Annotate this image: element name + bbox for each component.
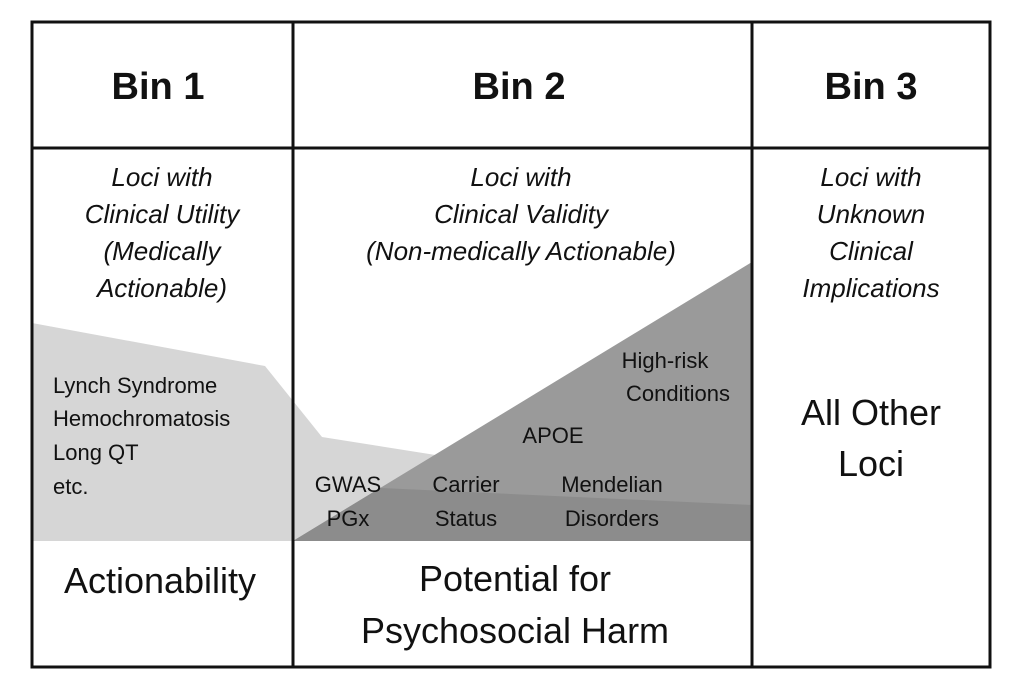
bin-1-subtitle-line-2: Clinical Utility: [85, 199, 242, 229]
diagram-border: [30, 20, 992, 669]
bin-2-subtitle-line-3: (Non-medically Actionable): [366, 236, 676, 266]
bin-1-header: Bin 1: [112, 66, 205, 108]
bin-2-footer-line-1: Potential for: [419, 558, 611, 599]
bin-2-item-high-risk-line-1: High-risk: [622, 348, 710, 373]
bin-1-footer-actionability: Actionability: [64, 560, 256, 601]
bin-1-item-etc: etc.: [53, 474, 88, 499]
bin-2-item-gwas: GWAS: [315, 472, 381, 497]
bin-3-subtitle-line-2: Unknown: [817, 199, 925, 229]
bin-2-footer-line-2: Psychosocial Harm: [361, 610, 669, 651]
bin-1-subtitle-line-1: Loci with: [111, 162, 212, 192]
bin-3-header: Bin 3: [825, 66, 918, 108]
bin-2-subtitle-line-1: Loci with: [470, 162, 571, 192]
psychosocial-harm-inner-band: [293, 488, 752, 541]
bin-2-item-disorders: Disorders: [565, 506, 659, 531]
bin-2-header: Bin 2: [473, 66, 566, 108]
bin-2-item-carrier: Carrier: [432, 472, 499, 497]
bin-1-subtitle-line-4: Actionable): [95, 273, 227, 303]
bin-2-item-high-risk-line-2: Conditions: [626, 381, 730, 406]
psychosocial-harm-gradient: [293, 262, 752, 541]
bin-3-subtitle-line-4: Implications: [802, 273, 939, 303]
bin-1-item-lynch-syndrome: Lynch Syndrome: [53, 373, 217, 398]
bin-3-main-line-2: Loci: [838, 443, 904, 484]
bin-1-subtitle-line-3: (Medically: [103, 236, 222, 266]
bin-3-subtitle-line-1: Loci with: [820, 162, 921, 192]
bin-1-item-hemochromatosis: Hemochromatosis: [53, 406, 230, 431]
bin-2-item-status: Status: [435, 506, 497, 531]
bin-3-main-line-1: All Other: [801, 392, 941, 433]
bin-2-item-apoe: APOE: [522, 423, 583, 448]
bin-3-subtitle-line-3: Clinical: [829, 236, 914, 266]
bin-2-item-pgx: PGx: [327, 506, 370, 531]
bin-1-item-long-qt: Long QT: [53, 440, 139, 465]
bin-2-item-mendelian: Mendelian: [561, 472, 663, 497]
bin-2-subtitle-line-2: Clinical Validity: [434, 199, 610, 229]
